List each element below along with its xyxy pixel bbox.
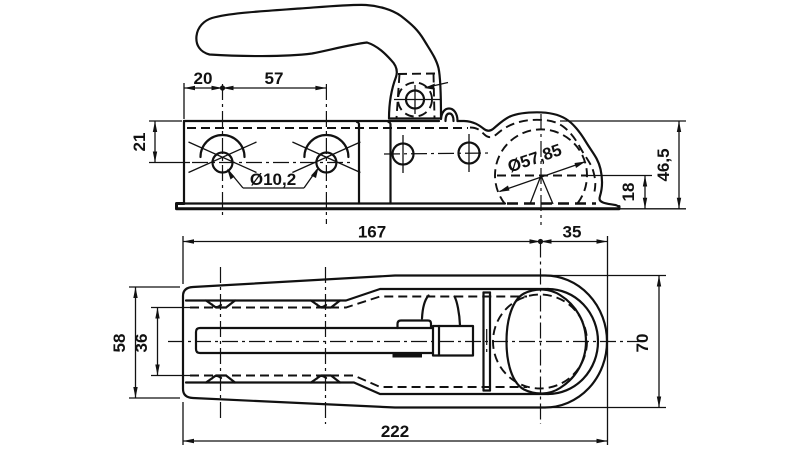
dim-35-label: 35 [563,223,582,242]
ball-dome-outline [508,111,621,210]
arrow-18-bot [642,197,648,209]
dim-222-label: 222 [381,422,409,441]
dim-18-label: 18 [619,183,638,202]
pivot-arrowhead [424,83,435,90]
head-left-edge [387,120,392,205]
dim-junction-dot [219,85,226,91]
latch-curl [439,107,459,123]
arrow-36-top [155,307,160,319]
side-view [175,3,621,225]
body-top-edge [182,115,512,132]
arrow-36-bot [155,364,160,376]
arrow-20-left [184,85,195,91]
tongue-bar [194,326,435,355]
arrow-18-top [642,175,648,187]
dim-21-label: 21 [130,133,149,152]
latch-under-bar [392,353,422,358]
plan-view [168,241,640,424]
ball-center-v-leg1 [529,175,542,205]
arrow-58-top [133,287,138,298]
dim-465-label: 46,5 [654,148,673,181]
clamp-block [431,324,475,357]
ball-center-v-leg2 [540,175,554,205]
arrow-465-bot [676,197,682,209]
side-view-dimensions: 20 57 21 Ø10,2 Ø57,85 46,5 18 [130,69,686,224]
arrow-58-bot [133,387,138,398]
dim-57-label: 57 [265,69,284,88]
arrow-167-right [529,239,541,244]
handle-outline [195,3,443,120]
dim-20-label: 20 [194,69,213,88]
hole-left2-x2 [292,141,361,174]
dome-flank-arc-right [453,295,462,327]
dim-70-label: 70 [633,334,652,353]
dim-58-label: 58 [110,334,129,353]
dim-36-label: 36 [132,334,151,353]
dim-ball-dia-line [499,161,585,193]
arrow-21-top [152,121,158,132]
leader-arrow-right [311,167,319,178]
arrow-21-bot [152,151,158,163]
hidden-wall-top [190,295,527,309]
leader-arrow-left [227,168,235,180]
arrow-35-right [596,239,608,244]
hole-left-x2 [188,141,257,174]
arrow-222-left [183,438,194,444]
label-hole-dia: Ø10,2 [250,170,296,189]
arrow-ball-ll [498,185,510,192]
dome-flank-arc-left [420,294,430,320]
inner-wall-top [184,287,550,302]
arrow-57-left [222,85,234,91]
label-ball-dia: Ø57,85 [505,140,564,176]
latch-plate [396,319,433,330]
dim-167-label: 167 [358,223,386,242]
arrow-465-top [676,121,682,132]
dome-hidden-inner [469,118,597,192]
arrow-167-left [183,239,194,244]
arrow-57-right [315,85,327,91]
inner-wall-bottom [184,381,550,396]
arrow-ball-ur [574,161,586,168]
arrow-70-bot [656,396,662,408]
boss-hidden-line-top [397,72,436,75]
boss-hidden-line-right [432,73,436,119]
plan-view-dimensions: 167 35 58 36 70 222 [110,223,666,445]
channel-right-edge [355,120,361,205]
arrow-35-left [540,239,552,244]
plan-outline [181,274,609,409]
arrow-70-top [656,275,662,287]
base-plate-bottom [175,202,621,211]
inner-wall-arc [546,287,600,396]
holes-head-centerline [383,152,493,155]
arrow-222-right [596,438,608,444]
arrow-20-right [211,85,223,91]
